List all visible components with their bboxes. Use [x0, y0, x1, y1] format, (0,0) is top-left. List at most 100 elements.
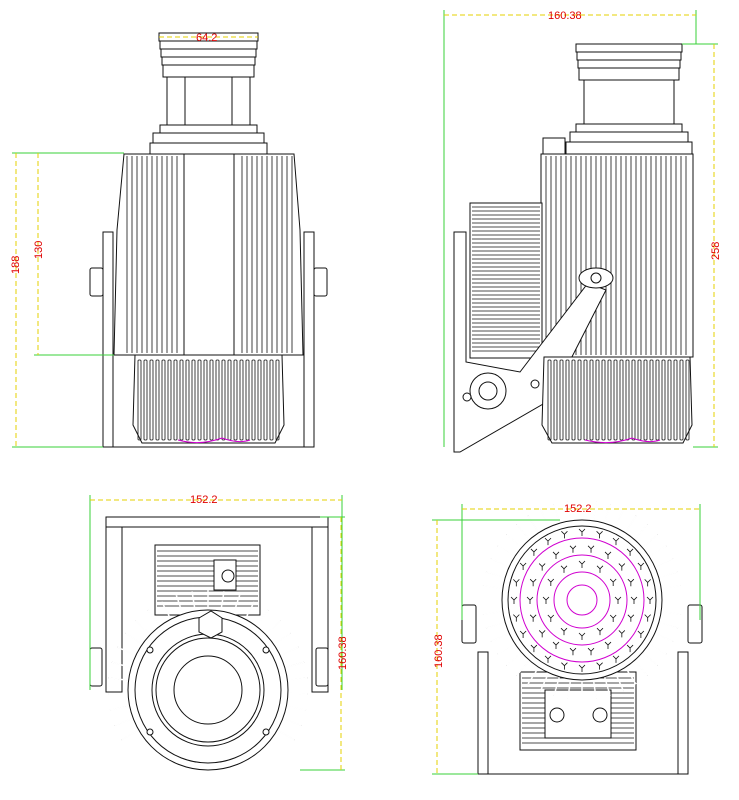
led-mark [618, 630, 626, 638]
side-lower-fin [595, 359, 600, 441]
front-lower-fin [143, 359, 148, 441]
ring-fin-inner [108, 692, 131, 695]
ring-fin-inner [175, 594, 185, 617]
side-lower-fin [679, 359, 684, 441]
led-mark [596, 662, 603, 670]
ring-fin-inner [108, 677, 131, 682]
side-lower-fin [667, 359, 672, 441]
led-mark [547, 578, 555, 586]
ring-fin-inner [160, 601, 173, 622]
dim-bottom-height: 160.38 [433, 634, 445, 668]
led-mark [544, 537, 552, 546]
led-mark [609, 614, 617, 622]
ring-fin-inner [485, 621, 508, 629]
front-lower-fin [251, 359, 256, 441]
dim-side-height: 258 [710, 242, 722, 260]
top-view [89, 516, 329, 771]
front-lower-fin [263, 359, 268, 441]
side-lower-fin [673, 359, 678, 441]
ring-fin-inner [497, 641, 517, 655]
ring-fin-inner [497, 545, 517, 559]
led-mark [519, 630, 527, 638]
front-lower-fin [245, 359, 250, 441]
led-mark [530, 548, 538, 556]
ring-fin-inner [219, 591, 225, 614]
dim-top-height: 160.38 [337, 636, 349, 670]
ring-fin-inner [284, 704, 307, 711]
ring-fin-inner [603, 674, 611, 697]
led-mark [596, 565, 604, 573]
led-mark [569, 545, 577, 553]
ring-fin-inner [656, 571, 679, 579]
led-mark [627, 578, 635, 587]
led-mark [578, 528, 586, 536]
ring-fin-inner [117, 646, 138, 658]
led-mark [530, 644, 538, 653]
led-mark [513, 579, 520, 587]
led-mark [644, 579, 651, 587]
front-lower-fin [155, 359, 160, 441]
ring-fin-inner [640, 533, 659, 550]
ring-fin-inner [121, 728, 141, 741]
ring-fin-inner [659, 610, 682, 615]
ring-fin-inner [490, 631, 512, 643]
front-lower-fin [161, 359, 166, 441]
led-mark [618, 563, 626, 571]
led-mark [513, 614, 520, 622]
side-lower-fin [559, 359, 564, 441]
ring-fin-inner [490, 557, 512, 569]
led-mark [560, 627, 568, 636]
side-lower-fin [631, 359, 636, 441]
led-mark [538, 630, 546, 638]
ring-fin-inner [640, 650, 659, 667]
led-mark [547, 614, 555, 622]
side-lower-fin [619, 359, 624, 441]
ring-fin-inner [505, 650, 524, 667]
ring-fin-inner [109, 704, 132, 711]
led-mark [627, 614, 635, 622]
ring-fin-inner [285, 692, 308, 695]
ring-fin-inner [263, 620, 281, 637]
ring-fin-inner [147, 609, 162, 629]
ring-fin-inner [603, 503, 611, 526]
led-mark [604, 641, 612, 650]
ring-fin-inner [539, 508, 551, 530]
front-lower-fin [197, 359, 202, 441]
ring-fin-inner [515, 658, 532, 677]
led-mark [561, 531, 568, 539]
led-mark [626, 644, 634, 653]
side-dimensions: 160.38 258 [443, 10, 722, 448]
front-lower-fin [167, 359, 172, 441]
led-mark [510, 596, 518, 604]
led-mark [609, 578, 617, 586]
ring-fin-inner [191, 591, 197, 614]
ring-fin-inner [515, 523, 532, 542]
front-lower-fin [149, 359, 154, 441]
ring-fin-inner [539, 670, 551, 692]
ring-fin-inner [114, 716, 136, 727]
side-lower-fin [607, 359, 612, 441]
side-lower-fin [649, 359, 654, 441]
front-lower-fin [257, 359, 262, 441]
side-view [453, 43, 694, 453]
led-mark [526, 596, 534, 604]
ring-fin-inner [254, 609, 269, 629]
led-mark [626, 548, 634, 556]
ring-fin-inner [278, 646, 299, 658]
ring-fin-inner [482, 610, 505, 615]
led-mark [542, 596, 550, 604]
dim-front-top-width: 64.2 [196, 32, 217, 44]
dim-side-width: 160.38 [548, 10, 582, 22]
ring-fin-inner [567, 677, 572, 700]
dim-front-height-total: 188 [10, 256, 22, 274]
ring-fin-inner [647, 641, 667, 655]
ring-fin-inner [623, 665, 637, 685]
ring-fin-inner [135, 620, 153, 637]
side-lower-fin [553, 359, 558, 441]
side-lower-fin [685, 359, 690, 441]
ring-fin-inner [505, 533, 524, 550]
led-mark [637, 630, 645, 638]
ring-fin-inner [243, 601, 256, 622]
side-lower-fin [589, 359, 594, 441]
